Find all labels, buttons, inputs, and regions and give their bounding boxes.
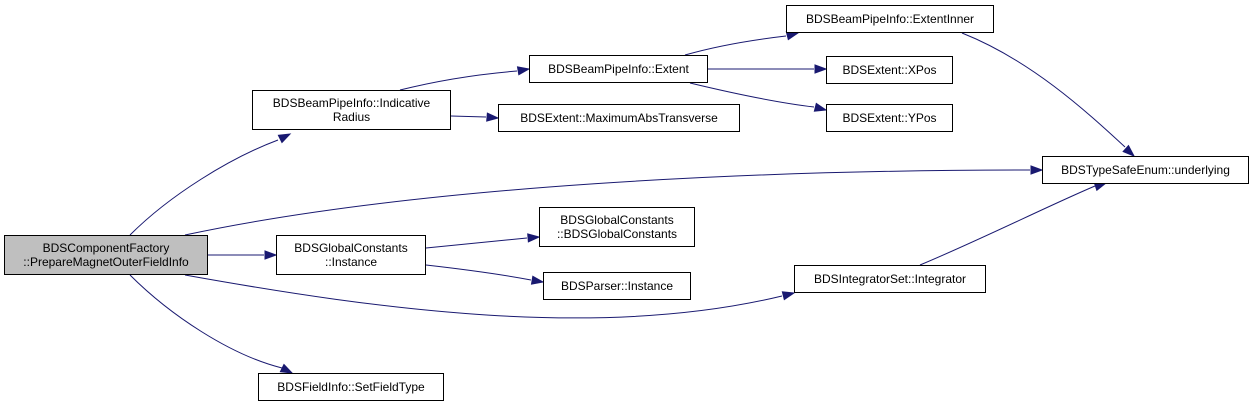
node-parser-instance[interactable]: BDSParser::Instance [543, 272, 691, 300]
edge-indicative-radius-to-max-abs-transverse-arrowhead [486, 112, 500, 122]
node-beam-pipe-info-extent-inner[interactable]: BDSBeamPipeInfo::ExtentInner [786, 5, 994, 33]
node-global-constants-instance[interactable]: BDSGlobalConstants ::Instance [276, 235, 426, 275]
edge-extent-to-extent-inner-line [684, 35, 787, 56]
edge-extent-inner-to-underlying-line [961, 32, 1126, 148]
edge-extent-to-xpos [708, 64, 828, 74]
edge-integrator-to-underlying [919, 182, 1108, 266]
edge-integrator-to-underlying-line [919, 185, 1096, 266]
edge-indicative-radius-to-max-abs-transverse [450, 112, 500, 122]
edge-extent-inner-to-underlying-arrowhead [1122, 144, 1136, 157]
node-prepare-magnet-outer-field-info: BDSComponentFactory ::PrepareMagnetOuter… [4, 235, 208, 275]
edge-root-to-underlying-line [184, 169, 1031, 236]
node-label-line1: BDSBeamPipeInfo::Extent [548, 62, 689, 76]
edge-extent-to-ypos-line [689, 82, 815, 108]
node-label-line1: BDSExtent::XPos [842, 63, 937, 77]
node-type-safe-enum-underlying[interactable]: BDSTypeSafeEnum::underlying [1042, 156, 1249, 184]
edge-root-to-indicative-radius [129, 133, 292, 236]
edge-root-to-underlying-arrowhead [1030, 165, 1044, 175]
node-label-line2: Radius [332, 110, 371, 124]
edge-extent-to-ypos-arrowhead [813, 102, 828, 112]
node-label-line1: BDSFieldInfo::SetFieldType [277, 380, 425, 394]
node-label-line1: BDSIntegratorSet::Integrator [813, 272, 967, 286]
edge-root-to-integrator-line [184, 274, 783, 319]
node-label-line1: BDSParser::Instance [560, 279, 674, 293]
node-label-line1: BDSExtent::MaximumAbsTransverse [520, 111, 718, 125]
node-extent-ypos[interactable]: BDSExtent::YPos [826, 104, 953, 132]
node-label-line1: BDSBeamPipeInfo::ExtentInner [805, 12, 975, 26]
edge-global-instance-to-global-ctor-arrowhead [527, 233, 541, 243]
node-field-info-set-field-type[interactable]: BDSFieldInfo::SetFieldType [258, 373, 444, 401]
edge-root-to-global-instance-arrowhead [264, 250, 278, 260]
edge-extent-to-ypos [689, 82, 828, 112]
node-label-line1: BDSGlobalConstants [560, 213, 674, 227]
edge-root-to-underlying [184, 165, 1044, 236]
edge-global-instance-to-parser-instance-line [425, 264, 532, 281]
node-label-line1: BDSGlobalConstants [294, 241, 408, 255]
edge-global-instance-to-parser-instance [425, 264, 545, 285]
edge-indicative-radius-to-extent-arrowhead [516, 66, 531, 76]
node-extent-maximum-abs-transverse[interactable]: BDSExtent::MaximumAbsTransverse [498, 104, 740, 132]
node-label-line1: BDSTypeSafeEnum::underlying [1061, 163, 1230, 177]
edge-root-to-indicative-radius-line [129, 139, 279, 236]
edge-global-instance-to-global-ctor-line [425, 237, 528, 249]
node-beam-pipe-info-extent[interactable]: BDSBeamPipeInfo::Extent [529, 55, 708, 83]
node-label-line2: ::PrepareMagnetOuterFieldInfo [23, 255, 189, 269]
node-label-line1: BDSComponentFactory [42, 241, 170, 255]
edge-root-to-set-field-type [129, 274, 294, 374]
edge-extent-inner-to-underlying [961, 32, 1136, 157]
edge-indicative-radius-to-extent-line [399, 70, 518, 91]
edge-indicative-radius-to-max-abs-transverse-line [450, 115, 487, 118]
edge-root-to-set-field-type-line [129, 274, 283, 369]
node-integrator-set-integrator[interactable]: BDSIntegratorSet::Integrator [794, 265, 986, 293]
edge-indicative-radius-to-extent [399, 66, 531, 91]
edge-extent-to-extent-inner [684, 31, 800, 56]
edge-root-to-indicative-radius-arrowhead [277, 133, 292, 144]
node-extent-xpos[interactable]: BDSExtent::XPos [826, 56, 953, 84]
node-label-line1: BDSExtent::YPos [842, 111, 937, 125]
node-global-constants-constructor[interactable]: BDSGlobalConstants ::BDSGlobalConstants [539, 207, 695, 247]
node-label-line2: ::BDSGlobalConstants [556, 227, 678, 241]
edge-global-instance-to-parser-instance-arrowhead [530, 275, 545, 285]
edge-extent-to-xpos-arrowhead [814, 64, 828, 74]
edge-root-to-integrator [184, 274, 796, 319]
node-label-line2: ::Instance [324, 255, 378, 269]
edge-root-to-global-instance [208, 250, 278, 260]
edge-root-to-set-field-type-arrowhead [279, 363, 294, 374]
edge-root-to-integrator-arrowhead [781, 291, 796, 301]
edge-global-instance-to-global-ctor [425, 233, 541, 249]
node-indicative-radius[interactable]: BDSBeamPipeInfo::Indicative Radius [252, 90, 451, 130]
node-label-line1: BDSBeamPipeInfo::Indicative [272, 96, 431, 110]
